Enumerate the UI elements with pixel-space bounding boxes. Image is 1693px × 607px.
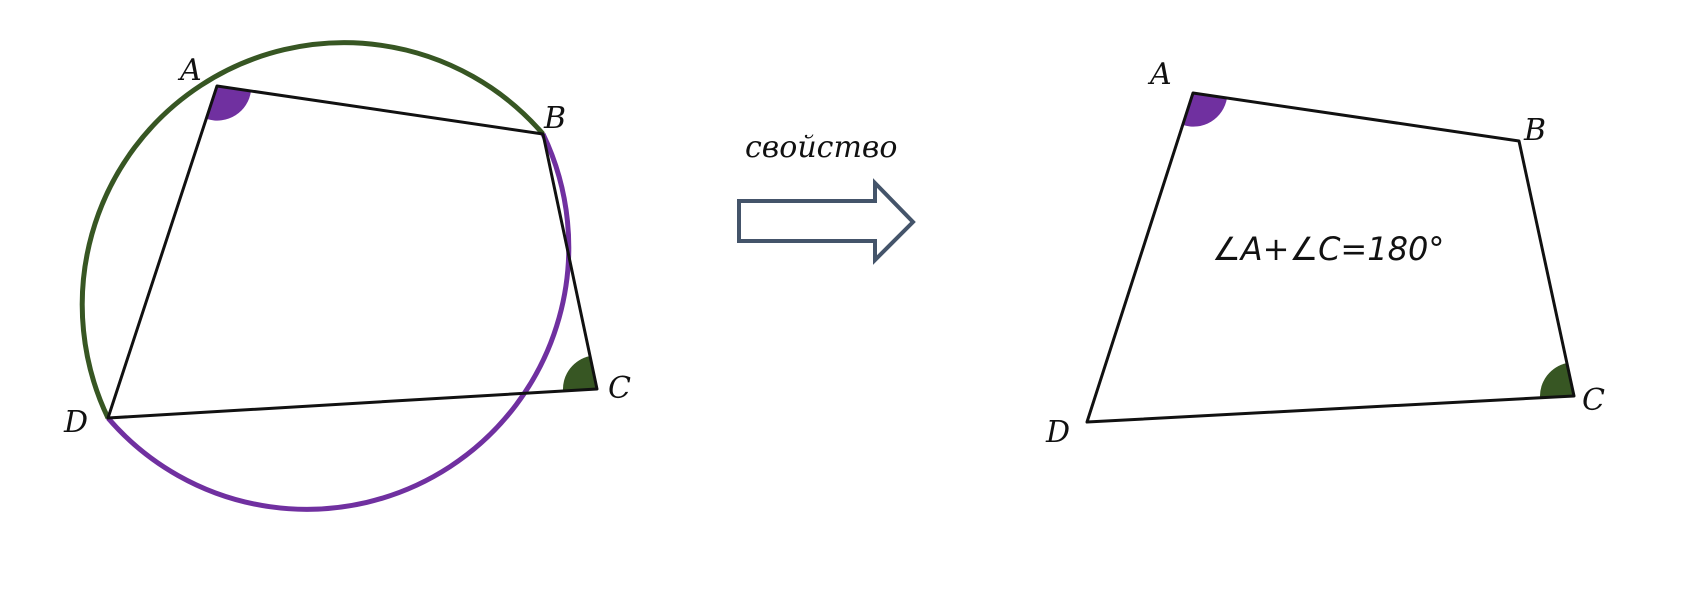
right-label-c: C	[1582, 383, 1605, 418]
right-angle-c-marker	[1539, 363, 1574, 398]
arrow-shape	[737, 178, 916, 265]
angle-a-marker	[207, 86, 251, 121]
left-figure: A B C D	[63, 40, 631, 512]
left-label-d: D	[63, 405, 88, 440]
right-quadrilateral	[1085, 91, 1576, 424]
left-label-b: B	[543, 101, 566, 136]
left-label-c: C	[608, 371, 631, 406]
right-label-b: B	[1523, 113, 1546, 148]
arrow-caption: свойство	[745, 130, 897, 165]
left-label-a: A	[177, 53, 202, 88]
angle-c-marker	[562, 356, 597, 391]
implication-arrow: свойство	[737, 130, 916, 265]
right-label-d: D	[1045, 415, 1070, 450]
right-label-a: A	[1147, 57, 1172, 92]
angle-sum-formula: ∠A+∠C=180°	[1212, 230, 1444, 268]
circle-arc-green	[79, 40, 545, 420]
right-angle-a-marker	[1183, 93, 1227, 127]
right-figure: A B C D ∠A+∠C=180°	[1045, 57, 1605, 450]
circle-arc-purple	[106, 132, 572, 512]
left-quadrilateral	[106, 84, 599, 420]
